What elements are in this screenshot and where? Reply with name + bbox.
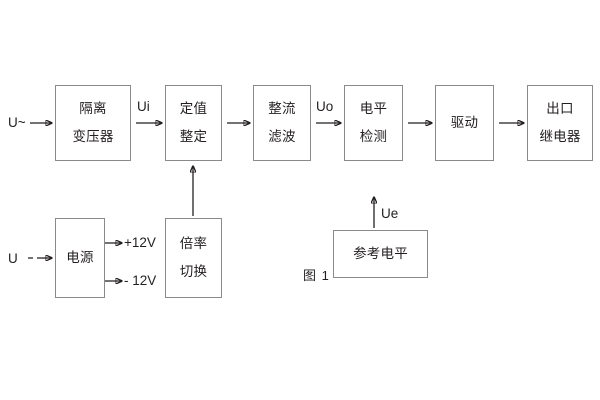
- block-label-line: 变压器: [72, 128, 114, 144]
- label-input-ac: U~: [8, 115, 26, 130]
- block-reference-level: 参考电平: [333, 230, 428, 278]
- label-rail-negative: - 12V: [124, 273, 157, 288]
- block-multiplier-switch: 倍率 切换: [165, 218, 222, 298]
- block-label-line: 整流: [268, 100, 296, 116]
- block-label-line: 检测: [359, 128, 388, 144]
- label-rail-positive: +12V: [124, 235, 156, 250]
- block-label-line: 电源: [66, 249, 94, 265]
- block-rectify-filter: 整流 滤波: [253, 85, 311, 161]
- label-signal-ue: Ue: [381, 206, 399, 221]
- block-label-line: 整定: [179, 128, 208, 144]
- block-setpoint-adjust: 定值 整定: [165, 85, 222, 161]
- block-label-line: 电平: [359, 100, 388, 116]
- block-level-detection: 电平 检测: [344, 85, 403, 161]
- block-label-line: 定值: [179, 100, 208, 116]
- block-output-relay: 出口 继电器: [527, 85, 593, 161]
- label-input-dc: U: [8, 251, 18, 266]
- block-label-line: 出口: [546, 100, 574, 116]
- figure-caption: 图 1: [303, 268, 330, 283]
- block-label-line: 倍率: [179, 235, 208, 251]
- block-label-line: 切换: [179, 263, 208, 279]
- block-isolation-transformer: 隔离 变压器: [55, 85, 131, 161]
- label-signal-uo: Uo: [316, 99, 334, 114]
- label-signal-ui: Ui: [137, 99, 150, 114]
- block-drive: 驱动: [435, 85, 494, 161]
- block-label-line: 驱动: [450, 114, 479, 130]
- block-label-line: 滤波: [268, 128, 296, 144]
- block-label-line: 继电器: [539, 128, 581, 144]
- block-power-supply: 电源: [55, 218, 105, 298]
- block-label-line: 参考电平: [353, 245, 408, 261]
- block-label-line: 隔离: [79, 100, 107, 116]
